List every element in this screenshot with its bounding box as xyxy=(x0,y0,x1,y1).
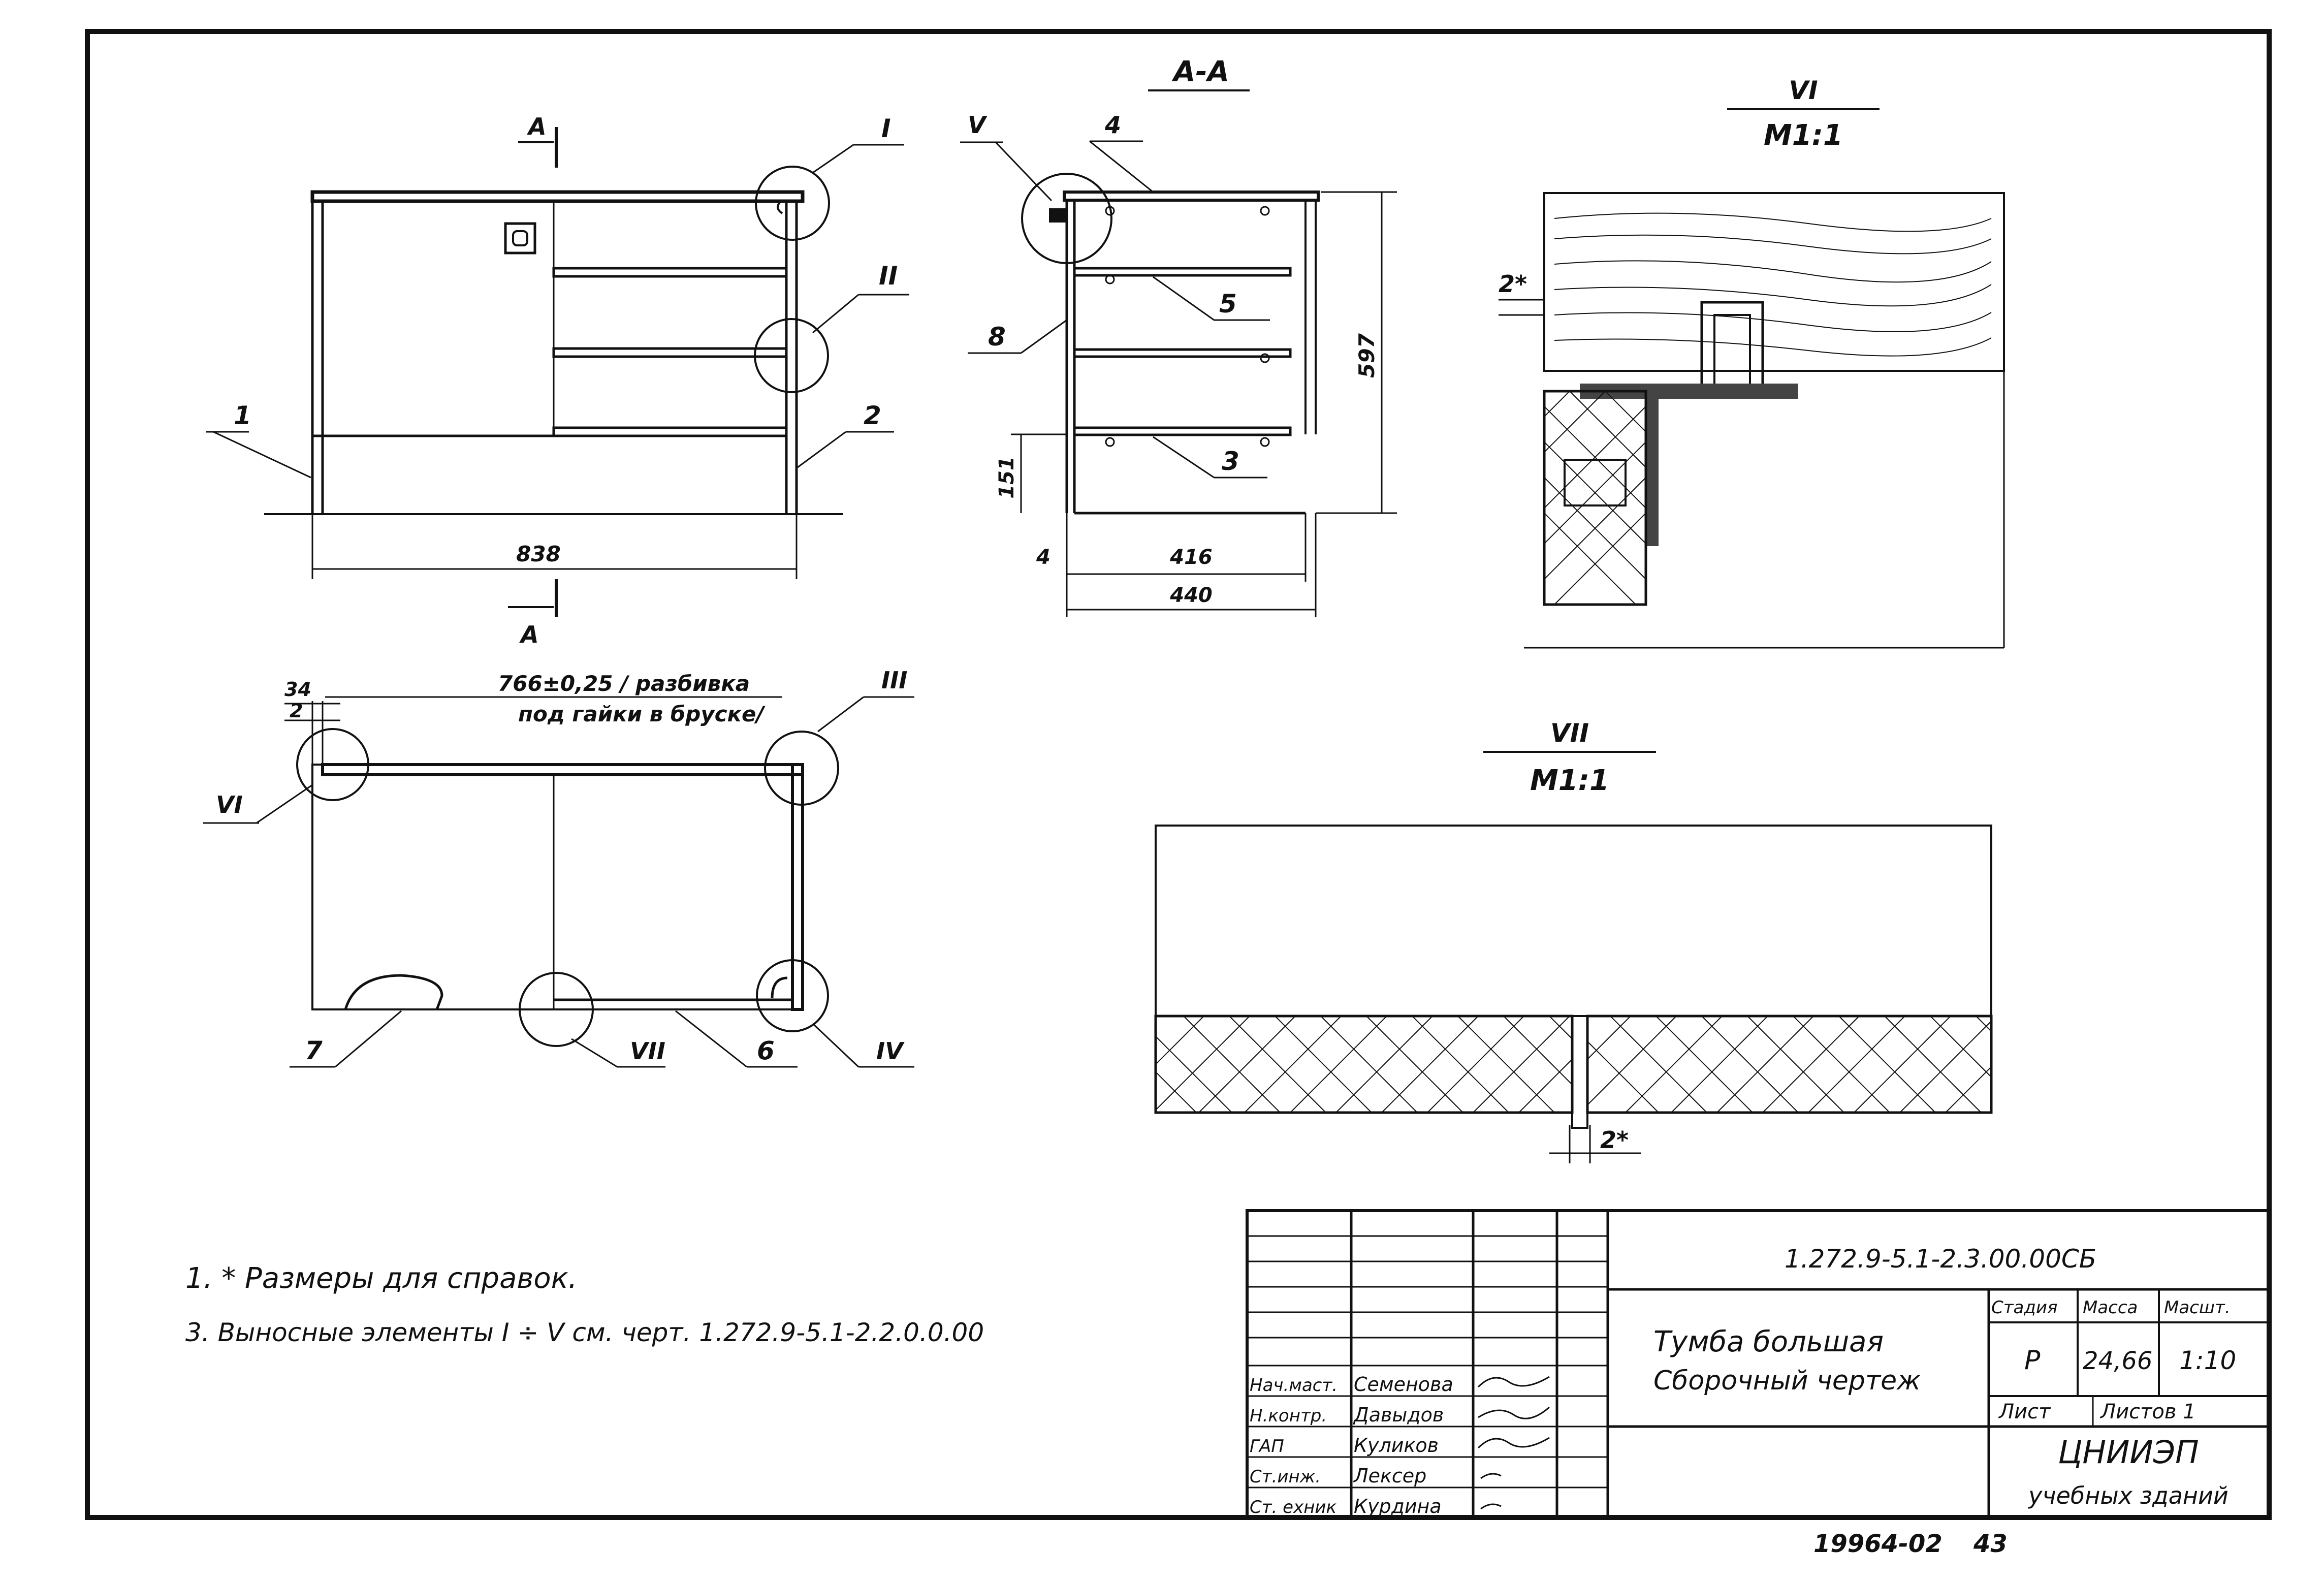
svg-text:24,66: 24,66 xyxy=(2083,1347,2152,1375)
drawing-title: Тумба большая xyxy=(1653,1325,1884,1358)
notes: 1. * Размеры для справок. 3. Выносные эл… xyxy=(185,1262,984,1347)
svg-text:Ст.инж.: Ст.инж. xyxy=(1250,1467,1321,1487)
detail-circle-ii xyxy=(754,318,829,393)
svg-text:4: 4 xyxy=(1104,111,1121,139)
svg-text:Ст. ехник: Ст. ехник xyxy=(1250,1497,1337,1517)
svg-text:под гайки в бруске/: под гайки в бруске/ xyxy=(518,702,766,726)
archive-number: 19964-02 xyxy=(1813,1530,1943,1558)
svg-text:766±0,25 / разбивка: 766±0,25 / разбивка xyxy=(498,671,750,696)
svg-text:5: 5 xyxy=(1219,289,1237,319)
svg-text:6: 6 xyxy=(757,1036,775,1065)
detail-circle-vii xyxy=(519,972,594,1047)
svg-text:7: 7 xyxy=(305,1036,323,1065)
svg-text:Лист: Лист xyxy=(1998,1400,2051,1423)
note-1: 1. * Размеры для справок. xyxy=(185,1262,577,1295)
svg-text:Семенова: Семенова xyxy=(1354,1373,1453,1396)
svg-text:151: 151 xyxy=(995,456,1018,499)
org-name: ЦНИИЭП xyxy=(2058,1434,2199,1471)
detail-circle-iii xyxy=(764,731,839,806)
svg-text:597: 597 xyxy=(1354,333,1379,377)
doc-code: 1.272.9-5.1-2.3.00.00СБ xyxy=(1785,1244,2096,1274)
svg-text:ГАП: ГАП xyxy=(1250,1436,1284,1457)
svg-text:Сборочный чертеж: Сборочный чертеж xyxy=(1653,1366,1921,1396)
plan-view: 34 2 766±0,25 / разбивка под гайки в бру… xyxy=(203,667,914,1068)
detail-circle-iv xyxy=(756,959,829,1032)
svg-text:Курдина: Курдина xyxy=(1354,1495,1442,1517)
svg-text:Лексер: Лексер xyxy=(1353,1465,1426,1487)
svg-text:Н.контр.: Н.контр. xyxy=(1250,1406,1327,1426)
svg-text:2: 2 xyxy=(290,700,303,722)
svg-text:учебных зданий: учебных зданий xyxy=(2027,1482,2229,1509)
detail-vii-view: VII М1:1 2* xyxy=(1154,718,1993,1163)
svg-text:VI: VI xyxy=(1789,76,1818,105)
detail-circle-v xyxy=(1021,173,1112,264)
svg-text:Масса: Масса xyxy=(2083,1297,2138,1318)
svg-text:Нач.маст.: Нач.маст. xyxy=(1250,1375,1338,1396)
detail-vi-view: VI М1:1 2* xyxy=(1499,76,2005,649)
svg-text:440: 440 xyxy=(1169,584,1213,607)
front-top-board xyxy=(310,190,805,203)
svg-text:416: 416 xyxy=(1169,546,1213,569)
svg-text:8: 8 xyxy=(988,322,1006,352)
svg-text:Р: Р xyxy=(2024,1345,2041,1376)
svg-text:2*: 2* xyxy=(1600,1126,1629,1154)
svg-text:VII: VII xyxy=(1550,718,1589,748)
section-aa-title: А-А xyxy=(1171,55,1229,88)
svg-text:34: 34 xyxy=(284,678,311,701)
svg-text:IV: IV xyxy=(876,1037,905,1065)
svg-text:1:10: 1:10 xyxy=(2179,1346,2236,1375)
svg-text:А: А xyxy=(527,113,547,140)
svg-text:II: II xyxy=(879,261,898,291)
svg-text:2*: 2* xyxy=(1499,270,1527,298)
sheet-border xyxy=(85,29,2272,1520)
lock-icon xyxy=(504,222,536,255)
front-view: 838 А А 1 2 I II xyxy=(206,113,909,648)
svg-text:VII: VII xyxy=(630,1037,665,1065)
detail-circle-i xyxy=(755,166,830,241)
svg-text:Куликов: Куликов xyxy=(1354,1434,1439,1457)
section-aa-view: А-А 597 151 416 440 4 xyxy=(960,55,1397,617)
detail-circle-vi xyxy=(296,728,369,801)
svg-text:4: 4 xyxy=(1036,546,1050,569)
svg-text:2: 2 xyxy=(864,401,881,430)
dim-838: 838 xyxy=(516,542,561,566)
svg-text:А: А xyxy=(519,621,539,648)
title-block: Нач.маст. Семенова Н.контр. Давыдов ГАП … xyxy=(1246,1209,2271,1519)
svg-text:Стадия: Стадия xyxy=(1991,1297,2057,1318)
svg-text:I: I xyxy=(881,114,891,143)
svg-text:V: V xyxy=(968,111,988,139)
svg-text:М1:1: М1:1 xyxy=(1530,764,1609,797)
note-3: 3. Выносные элементы I ÷ V см. черт. 1.2… xyxy=(185,1318,984,1347)
page-number: 43 xyxy=(1973,1530,2008,1558)
svg-text:Давыдов: Давыдов xyxy=(1353,1404,1444,1426)
svg-text:III: III xyxy=(881,667,907,694)
svg-text:Масшт.: Масшт. xyxy=(2164,1297,2231,1318)
svg-text:Листов 1: Листов 1 xyxy=(2099,1400,2196,1423)
svg-text:VI: VI xyxy=(216,791,243,818)
handle-7 xyxy=(344,974,443,1010)
svg-text:1: 1 xyxy=(234,401,251,430)
svg-text:М1:1: М1:1 xyxy=(1764,119,1843,152)
svg-text:3: 3 xyxy=(1222,447,1239,476)
